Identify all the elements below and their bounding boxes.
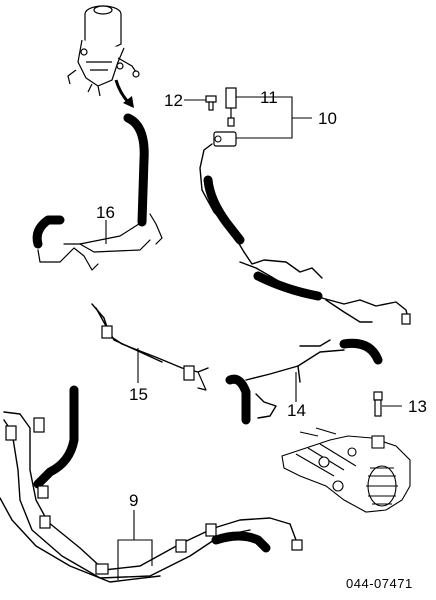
steering-gear-housing: [281, 427, 411, 513]
callout-9: 9: [129, 491, 138, 510]
callout-16: 16: [96, 203, 115, 222]
reference-code: 044-07471: [346, 576, 413, 591]
cooler-hose-14: [225, 338, 383, 425]
assembly-arrowhead: [123, 96, 134, 108]
callout-12: 12: [164, 91, 183, 110]
callout-11: 11: [260, 88, 278, 107]
leader-lines: [105, 90, 402, 580]
callout-10: 10: [318, 109, 337, 128]
reservoir-pump-assembly: [67, 5, 140, 97]
callout-13: 13: [408, 397, 427, 416]
callout-14: 14: [287, 401, 306, 420]
return-hose-16: [32, 113, 163, 271]
union-bolt-11: [225, 87, 237, 127]
hose-assembly-9: [0, 385, 303, 583]
clip-bolt-12: [205, 95, 217, 111]
bolt-13: [373, 391, 383, 417]
tube-15: [91, 303, 209, 391]
pressure-hose-10: [199, 131, 411, 325]
callout-15: 15: [129, 385, 148, 404]
